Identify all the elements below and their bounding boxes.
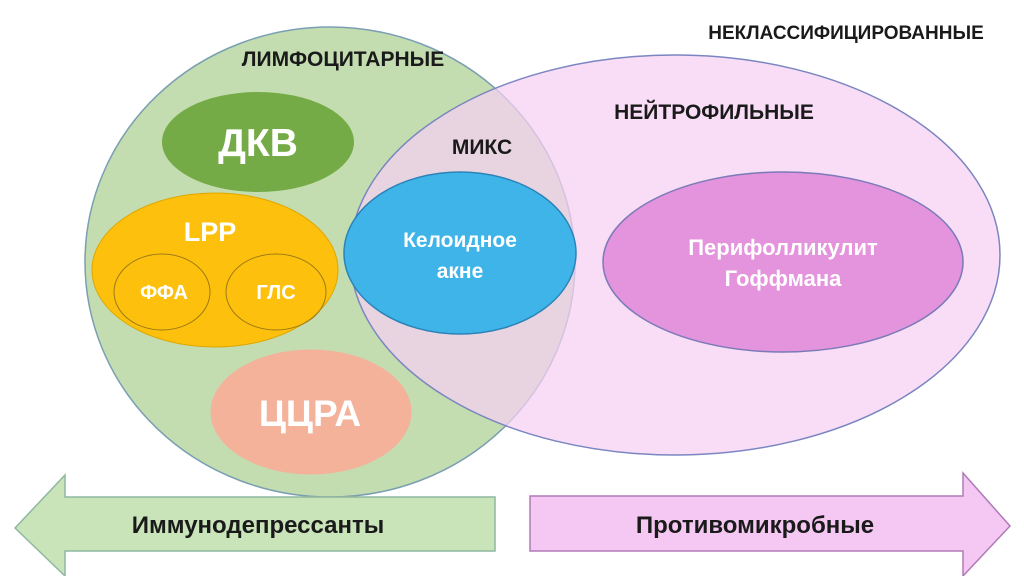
- dkv-label: ДКВ: [218, 122, 298, 165]
- ccra-ellipse: [210, 349, 412, 475]
- unclassified-label: НЕКЛАССИФИЦИРОВАННЫЕ: [708, 23, 984, 44]
- keloid-acne-label-line2: акне: [437, 260, 484, 283]
- lymphocytic-label: ЛИМФОЦИТАРНЫЕ: [242, 48, 444, 71]
- gls-ellipse: [225, 253, 327, 331]
- ffa-label: ФФА: [140, 282, 188, 304]
- ccra-label: ЦЦРА: [259, 393, 361, 434]
- hoffman-label-line1: Перифолликулит: [688, 235, 878, 260]
- keloid-acne-label-line1: Келоидное: [403, 229, 517, 252]
- mixed-label: МИКС: [452, 136, 512, 159]
- lpp-label: LPP: [184, 217, 237, 247]
- antimicrobials-label: Противомикробные: [636, 512, 874, 539]
- antimicrobials-arrow: [529, 471, 1012, 576]
- dkv-ellipse: [162, 92, 354, 192]
- immunosuppressants-arrow: [13, 473, 496, 576]
- immunosuppressants-label: Иммунодепрессанты: [132, 512, 384, 539]
- gls-label: ГЛС: [256, 282, 295, 304]
- lpp-ellipse: [91, 192, 339, 348]
- hoffman-label-line2: Гоффмана: [725, 266, 843, 291]
- hoffman-ellipse: [602, 171, 964, 353]
- keloid-acne-ellipse: [343, 171, 577, 335]
- ffa-ellipse: [113, 253, 211, 331]
- neutrophilic-label: НЕЙТРОФИЛЬНЫЕ: [614, 100, 814, 124]
